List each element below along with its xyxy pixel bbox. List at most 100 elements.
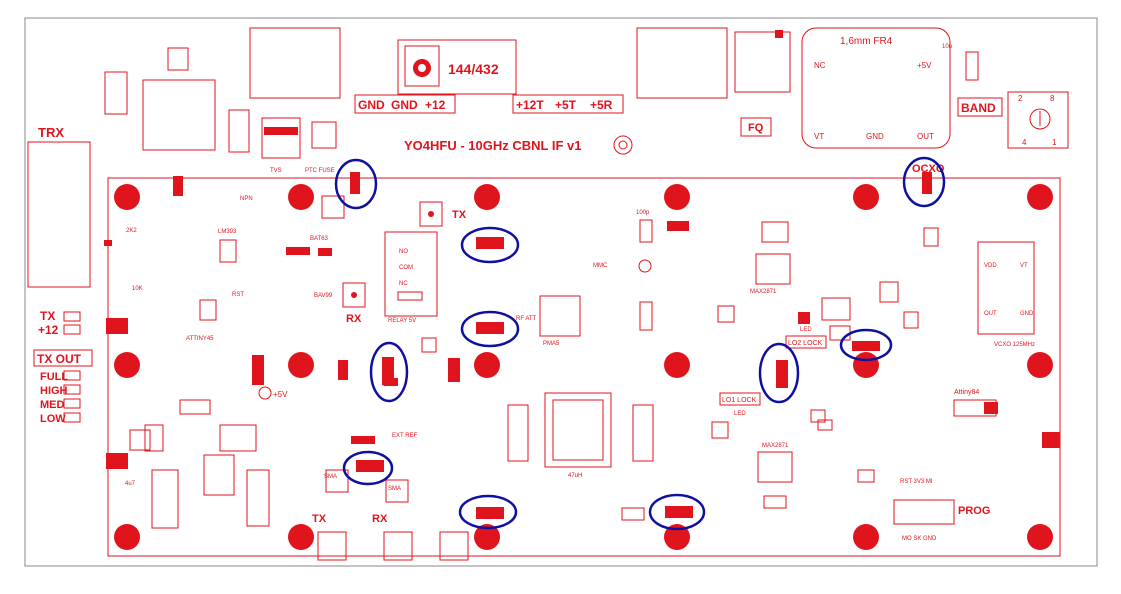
npn-label: NPN xyxy=(240,196,253,202)
pad xyxy=(667,221,689,231)
bav-label: BAV99 xyxy=(314,293,333,299)
tx-small-label: TX xyxy=(452,209,467,221)
relay-pin-no: NO xyxy=(399,249,408,255)
sma-label-2: SMA xyxy=(388,486,401,492)
pad xyxy=(350,172,360,194)
relay-pin-nc: NC xyxy=(399,281,408,287)
comp-outline xyxy=(179,399,211,415)
level-low: LOW xyxy=(40,413,66,425)
lm393-ic xyxy=(219,239,237,263)
prog-pins-label: MO SK GND xyxy=(902,536,937,542)
ocxo-pin-5v: +5V xyxy=(917,61,932,70)
tx-bottom-label: TX xyxy=(312,513,327,525)
highlight-ring xyxy=(342,450,394,486)
mounting-hole xyxy=(664,352,690,378)
fq-box xyxy=(740,117,772,137)
ocxo-pin-out: OUT xyxy=(917,132,934,141)
sma-bottom-outline xyxy=(383,531,413,561)
comp-outline xyxy=(817,419,833,431)
comp-outline xyxy=(321,195,345,219)
vcxo-pin-out: OUT xyxy=(984,311,997,317)
mounting-hole xyxy=(288,184,314,210)
mounting-hole xyxy=(474,184,500,210)
highlight-ring xyxy=(648,493,706,531)
mounting-hole xyxy=(1027,184,1053,210)
mounting-hole xyxy=(114,524,140,550)
pad xyxy=(922,172,932,194)
fq-pad xyxy=(775,30,783,38)
comp-outline xyxy=(639,219,653,243)
level-led xyxy=(63,412,81,423)
max2871-lower-label: MAX2871 xyxy=(762,443,789,449)
power-right-12t: +12T xyxy=(516,98,544,112)
pad xyxy=(382,357,394,385)
ocxo-pin-vt: VT xyxy=(814,132,824,141)
comp-outline xyxy=(621,507,645,521)
vcxo-body xyxy=(977,241,1035,335)
cap-outline xyxy=(507,404,529,462)
comp-outline xyxy=(857,469,875,483)
res-2k2-label: 2K2 xyxy=(126,228,137,234)
comp-outline xyxy=(639,301,653,331)
cap-outline xyxy=(228,109,250,153)
level-led xyxy=(63,398,81,409)
cap-outline xyxy=(151,469,179,529)
board-outline xyxy=(107,177,1061,557)
mounting-hole xyxy=(114,352,140,378)
comp-outline xyxy=(144,424,164,452)
lo2-lock-label: LO2 LOCK xyxy=(788,340,823,347)
sheet-border xyxy=(24,17,1098,567)
level-led xyxy=(63,384,81,395)
mounting-hole xyxy=(853,184,879,210)
highlight-ring xyxy=(460,310,520,348)
rx-small-label: RX xyxy=(346,313,362,325)
comp-outline xyxy=(903,311,919,329)
pad xyxy=(776,360,788,388)
mounting-hole xyxy=(288,524,314,550)
cap-outline xyxy=(965,51,979,81)
mounting-hole xyxy=(664,184,690,210)
level-high: HIGH xyxy=(40,385,68,397)
highlight-ring xyxy=(369,341,409,403)
comp-outline xyxy=(829,325,851,341)
band-label: BAND xyxy=(961,101,996,115)
comp-outline xyxy=(821,297,851,321)
lo1-lock-label: LO1 LOCK xyxy=(722,397,757,404)
power-left-gnd2: GND xyxy=(391,98,418,112)
ocxo-body xyxy=(801,27,951,149)
freq-label: 144/432 xyxy=(448,61,499,77)
mounting-holes xyxy=(114,184,1053,550)
tx-led xyxy=(63,311,81,322)
comp-outline xyxy=(763,495,787,509)
pad xyxy=(476,237,504,249)
level-full: FULL xyxy=(40,371,68,383)
tvs-body xyxy=(261,117,301,159)
pad xyxy=(338,360,348,380)
tx-indicator-label: TX xyxy=(40,309,55,323)
band-switch-knob-icon[interactable] xyxy=(1029,108,1051,130)
inductor-body xyxy=(544,392,612,468)
rf-att-label: RF ATT xyxy=(516,316,537,322)
power-right-5t: +5T xyxy=(555,98,577,112)
sma-outline xyxy=(325,469,349,493)
freq-lug xyxy=(404,45,440,87)
mounting-hole xyxy=(474,524,500,550)
mounting-hole xyxy=(853,352,879,378)
comp-outline xyxy=(421,337,437,353)
ocxo-pin-gnd: GND xyxy=(866,132,884,141)
cap-outline xyxy=(104,71,128,115)
connector-right-body xyxy=(636,27,728,99)
logo-circle-icon xyxy=(613,135,633,155)
tvs-label: TVS xyxy=(270,168,282,174)
connector-left-body xyxy=(249,27,341,99)
switch-pin-2: 2 xyxy=(1018,94,1023,103)
lo1-lock-box xyxy=(719,392,761,406)
board-title: YO4HFU - 10GHz CBNL IF v1 xyxy=(404,138,581,153)
mounting-hole xyxy=(853,524,879,550)
power-right xyxy=(512,94,624,114)
max2871-upper-label: MAX2871 xyxy=(750,289,777,295)
inductor-outline xyxy=(203,454,235,496)
pad xyxy=(286,247,310,255)
pma-outline xyxy=(539,295,581,337)
